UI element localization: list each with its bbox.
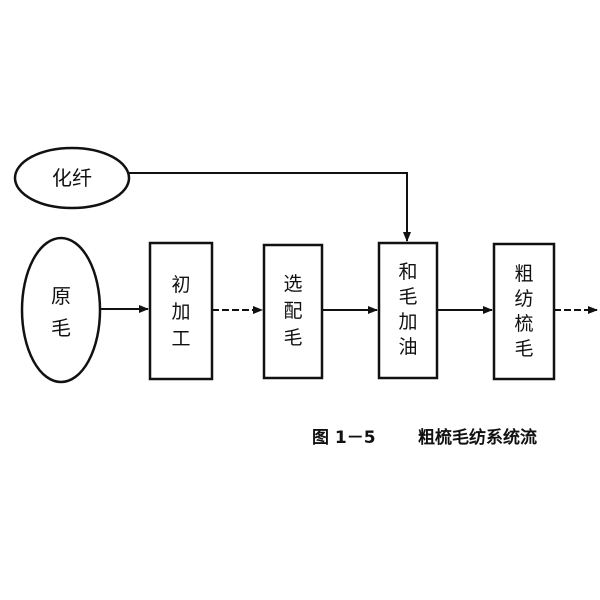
node-wool-selection-char: 毛 bbox=[283, 327, 302, 349]
node-raw-wool-char: 原 bbox=[51, 284, 71, 308]
node-carding-char: 梳 bbox=[514, 313, 533, 335]
figure-caption-label: 图 1－5 bbox=[312, 428, 376, 448]
node-blending-oiling-char: 加 bbox=[398, 311, 417, 333]
node-synthetic-fiber: 化纤 bbox=[13, 146, 131, 210]
node-preliminary-processing-char: 加 bbox=[171, 301, 190, 323]
node-blending-oiling-char: 油 bbox=[398, 336, 417, 358]
figure-caption-title: 粗梳毛纺系统流 bbox=[418, 427, 537, 448]
node-preliminary-processing: 初 加 工 bbox=[148, 241, 214, 381]
node-wool-blending-selection: 选 配 毛 bbox=[262, 243, 324, 380]
node-carding-char: 纺 bbox=[514, 288, 533, 310]
node-blending-oiling: 和 毛 加 油 bbox=[377, 241, 439, 380]
node-blending-oiling-char: 毛 bbox=[398, 286, 417, 308]
node-wool-selection-char: 配 bbox=[283, 300, 302, 322]
node-blending-oiling-char: 和 bbox=[398, 261, 417, 283]
node-wool-selection-char: 选 bbox=[283, 273, 302, 295]
node-preliminary-processing-char: 工 bbox=[171, 328, 190, 350]
node-raw-wool: 原 毛 bbox=[20, 236, 102, 384]
node-raw-wool-char: 毛 bbox=[51, 316, 71, 340]
node-carding: 粗 纺 梳 毛 bbox=[492, 242, 556, 381]
node-carding-char: 粗 bbox=[514, 263, 533, 285]
arrow-fiber-to-blending bbox=[129, 172, 411, 242]
node-preliminary-processing-char: 初 bbox=[171, 274, 190, 296]
node-carding-char: 毛 bbox=[514, 338, 533, 360]
node-synthetic-fiber-label: 化纤 bbox=[52, 166, 92, 190]
